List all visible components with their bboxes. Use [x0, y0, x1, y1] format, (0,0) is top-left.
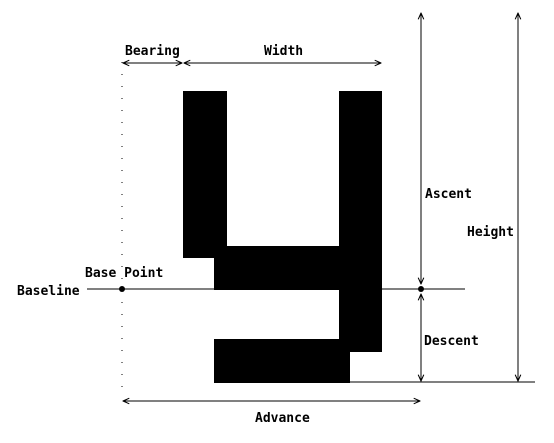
- glyph-right-stem: [339, 91, 382, 352]
- base-point-label: Base Point: [85, 266, 163, 281]
- baseline-label: Baseline: [17, 284, 80, 299]
- glyph-tail: [214, 339, 350, 383]
- width-label: Width: [264, 44, 303, 59]
- advance-point-dot: [418, 286, 424, 292]
- bearing-label: Bearing: [125, 44, 180, 59]
- glyph-left-stem: [183, 91, 227, 258]
- glyph-crossbar: [214, 246, 382, 290]
- descent-label: Descent: [424, 334, 479, 349]
- advance-label: Advance: [255, 411, 310, 426]
- height-label: Height: [467, 225, 514, 240]
- base-point-dot: [119, 286, 125, 292]
- ascent-label: Ascent: [425, 187, 472, 202]
- glyph-y: [183, 91, 382, 383]
